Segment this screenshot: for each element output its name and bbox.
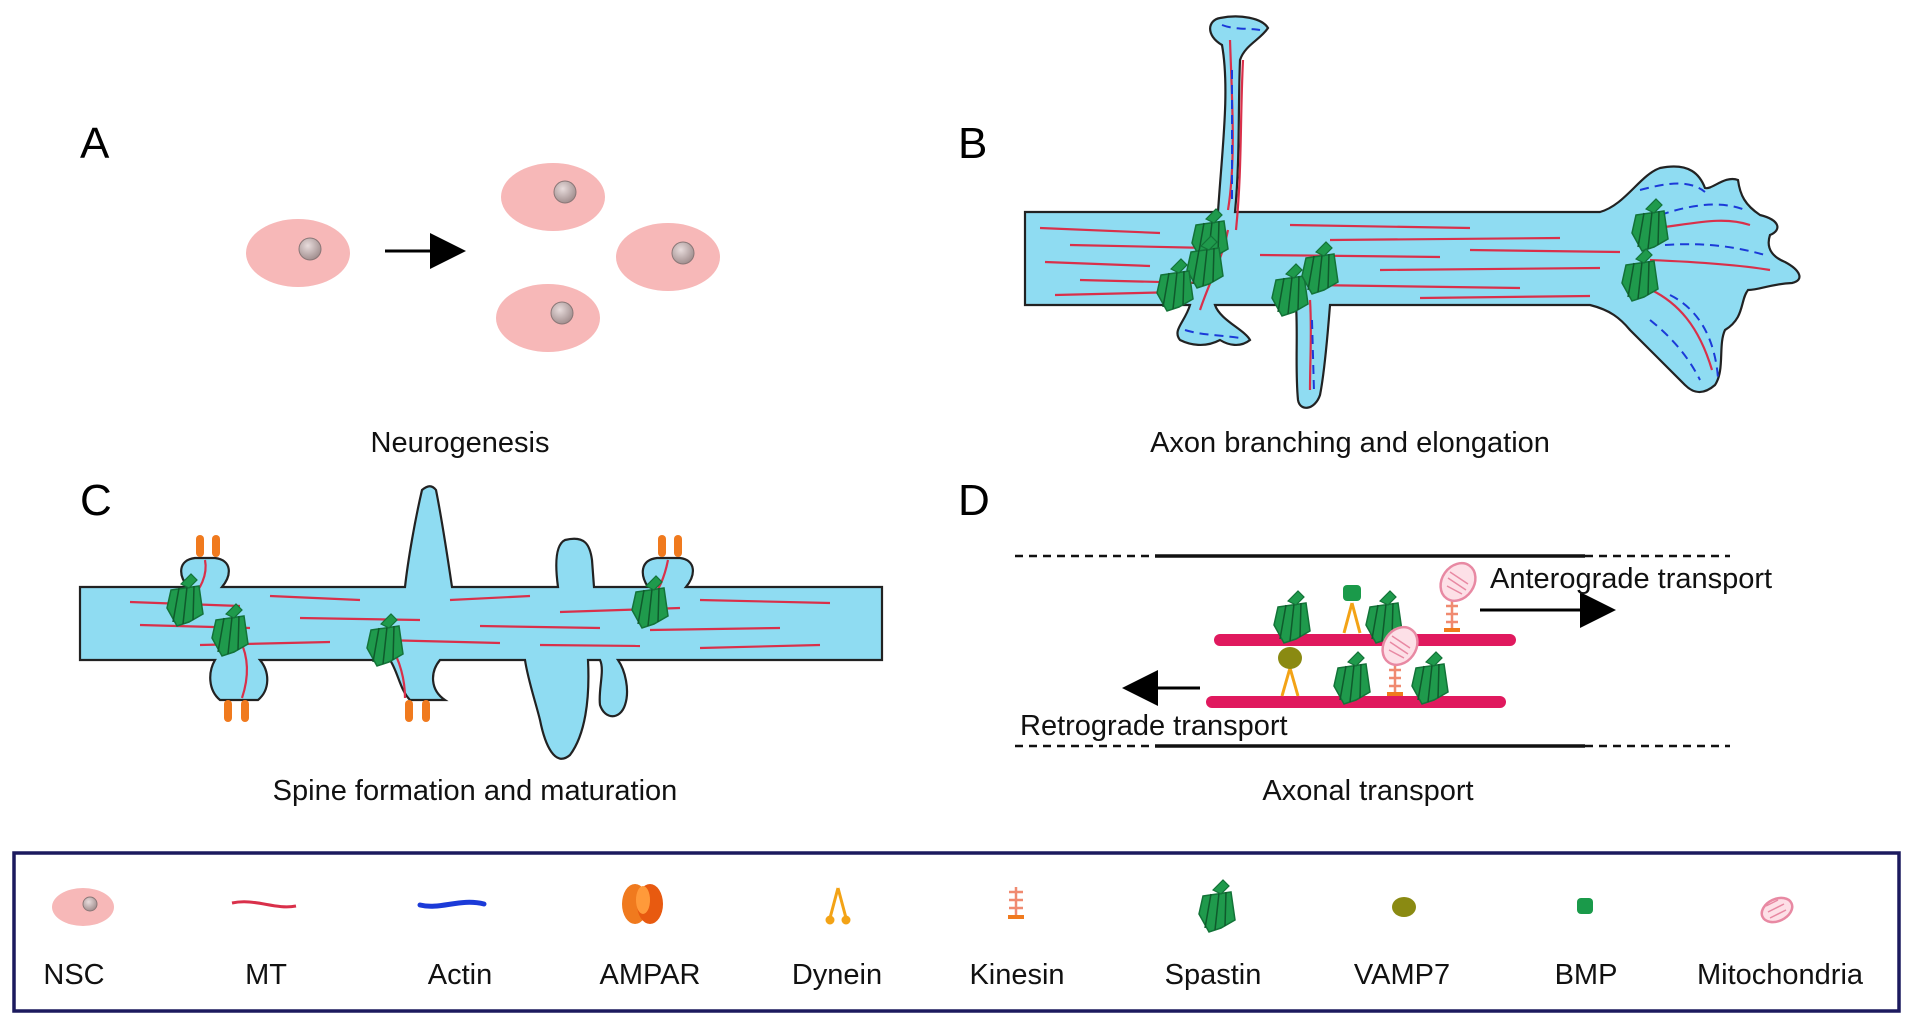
nsc-cell xyxy=(501,163,605,231)
anterograde-label: Anterograde transport xyxy=(1490,563,1772,595)
vamp7-icon xyxy=(1278,647,1302,669)
panel-c-caption: Spine formation and maturation xyxy=(273,775,678,807)
kinesin-icon xyxy=(1444,600,1460,632)
bmp-icon xyxy=(1343,585,1361,601)
dynein-icon xyxy=(825,887,851,925)
mitochondria-icon xyxy=(1439,561,1477,603)
panel-b-letter: B xyxy=(958,119,987,168)
ampar-group xyxy=(196,535,682,722)
legend: NSC MT Actin AMPAR Dynein Kinesin Spasti… xyxy=(12,851,1901,1013)
panel-b: B xyxy=(958,15,1801,459)
microtubule-icon xyxy=(231,900,297,909)
dynein-icon xyxy=(1342,602,1362,634)
legend-border xyxy=(12,851,1901,1013)
panel-a: A Neurogenesis xyxy=(80,119,720,459)
axon-shape xyxy=(1023,15,1801,409)
nsc-icon xyxy=(52,888,114,926)
microtubule-bundle xyxy=(1039,39,1771,391)
legend-label-vamp7: VAMP7 xyxy=(1354,959,1450,991)
panel-d-caption: Axonal transport xyxy=(1262,775,1473,807)
ampar-icon xyxy=(622,884,663,924)
mitochondria-icon xyxy=(1381,625,1419,667)
panel-c-letter: C xyxy=(80,476,112,525)
legend-label-actin: Actin xyxy=(428,959,492,991)
legend-label-dynein: Dynein xyxy=(792,959,882,991)
panel-a-caption: Neurogenesis xyxy=(371,427,550,459)
legend-label-nsc: NSC xyxy=(43,959,104,991)
mitochondria-icon xyxy=(1760,896,1794,924)
legend-label-kinesin: Kinesin xyxy=(969,959,1064,991)
actin-filaments xyxy=(1184,24,1766,393)
dynein-icon xyxy=(1280,667,1300,697)
legend-label-ampar: AMPAR xyxy=(600,959,701,991)
kinesin-icon xyxy=(1387,664,1403,696)
legend-label-spastin: Spastin xyxy=(1165,959,1262,991)
actin-icon xyxy=(417,899,487,909)
nsc-cell xyxy=(616,223,720,291)
kinesin-icon xyxy=(1008,887,1024,919)
panel-a-letter: A xyxy=(80,119,110,168)
nsc-cell xyxy=(496,284,600,352)
panel-d: D xyxy=(958,476,1772,807)
bmp-icon xyxy=(1577,898,1593,914)
nsc-cell xyxy=(246,219,350,287)
retrograde-label: Retrograde transport xyxy=(1020,710,1288,742)
legend-label-mt: MT xyxy=(245,959,287,991)
vamp7-icon xyxy=(1392,897,1416,917)
legend-label-bmp: BMP xyxy=(1555,959,1618,991)
legend-label-mitochondria: Mitochondria xyxy=(1697,959,1864,991)
panel-d-letter: D xyxy=(958,476,990,525)
dendrite-shape xyxy=(78,485,884,760)
panel-c: C xyxy=(78,476,884,807)
panel-b-caption: Axon branching and elongation xyxy=(1150,427,1550,459)
